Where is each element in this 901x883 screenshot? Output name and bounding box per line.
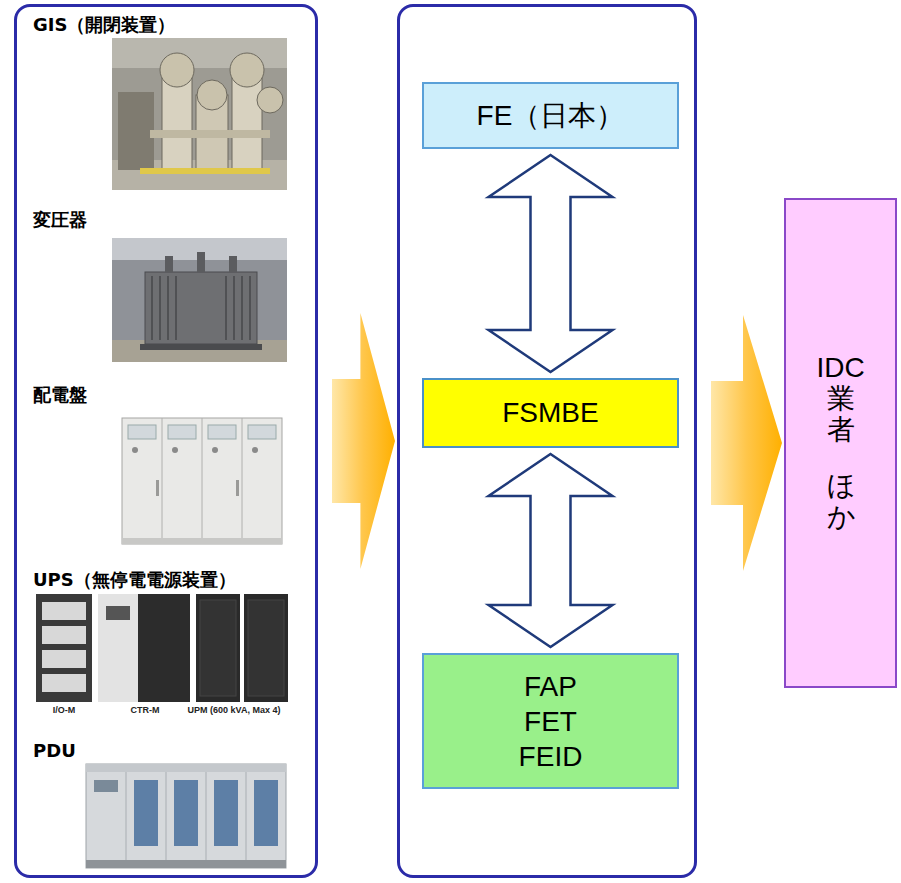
illustration-part bbox=[166, 772, 167, 868]
illustration-part bbox=[244, 594, 288, 702]
illustration-part bbox=[165, 256, 173, 272]
illustration-part bbox=[246, 772, 247, 868]
illustration-part bbox=[167, 276, 169, 340]
illustration-part bbox=[132, 447, 138, 453]
illustration-part bbox=[200, 600, 236, 696]
illustration-part bbox=[150, 130, 270, 138]
illustration-part bbox=[122, 418, 282, 544]
illustration-part bbox=[197, 80, 227, 110]
illustration-part bbox=[86, 764, 286, 868]
illustration-part bbox=[197, 252, 205, 272]
illustration-part bbox=[140, 168, 270, 174]
ups-picture bbox=[36, 594, 288, 702]
illustration-part bbox=[134, 780, 158, 846]
equipment-label: 配電盤 bbox=[33, 383, 87, 407]
company-group-panel: FE（日本） FSMBE FAP FET FEID bbox=[397, 4, 697, 878]
customer-box: IDC業者ほか bbox=[784, 198, 897, 688]
illustration-part bbox=[175, 276, 177, 340]
module-label: UPM (600 kVA, Max 4) bbox=[188, 705, 281, 715]
illustration-part bbox=[112, 238, 287, 362]
illustration-part bbox=[128, 425, 156, 439]
illustration-part bbox=[106, 606, 130, 620]
illustration-part bbox=[249, 276, 251, 340]
transformer-picture bbox=[112, 238, 287, 362]
connector-arrow bbox=[489, 155, 613, 372]
pdu-picture bbox=[86, 764, 286, 868]
illustration-part bbox=[248, 425, 276, 439]
illustration-part bbox=[151, 276, 153, 340]
equipment-panel: GIS（開閉装置） 変圧器配電盤 UPS（無停電電源装置） PDU bbox=[14, 4, 318, 878]
illustration-part bbox=[126, 772, 127, 868]
module-label: CTR-M bbox=[131, 705, 160, 715]
illustration-part bbox=[174, 780, 198, 846]
company-box: FSMBE bbox=[422, 378, 679, 448]
illustration-part bbox=[159, 276, 161, 340]
illustration-part bbox=[86, 764, 286, 772]
illustration-part bbox=[42, 674, 86, 692]
equipment-label: GIS（開閉装置） bbox=[33, 13, 175, 37]
illustration-part bbox=[36, 594, 92, 702]
illustration-part bbox=[94, 780, 118, 792]
illustration-part bbox=[172, 447, 178, 453]
company-box: FAP FET FEID bbox=[422, 653, 679, 789]
equipment-label: PDU bbox=[33, 740, 76, 761]
illustration-part bbox=[112, 38, 287, 190]
illustration-part bbox=[252, 447, 258, 453]
illustration-part bbox=[196, 594, 240, 702]
connector-arrow bbox=[711, 315, 782, 571]
illustration-part bbox=[122, 538, 282, 544]
illustration-part bbox=[98, 594, 138, 702]
illustration-part bbox=[145, 272, 257, 344]
illustration-part bbox=[208, 425, 236, 439]
connector-arrow bbox=[489, 454, 613, 647]
illustration-part bbox=[156, 480, 159, 496]
illustration-part bbox=[254, 780, 278, 846]
illustration-part bbox=[168, 425, 196, 439]
illustration-part bbox=[162, 418, 163, 544]
equipment-label: 変圧器 bbox=[33, 208, 87, 232]
node-label: FSMBE bbox=[502, 396, 598, 430]
module-label: I/O-M bbox=[53, 705, 76, 715]
illustration-part bbox=[42, 602, 86, 620]
illustration-part bbox=[225, 276, 227, 340]
illustration-part bbox=[160, 53, 194, 87]
gis-picture bbox=[112, 38, 287, 190]
illustration-part bbox=[152, 276, 250, 340]
connector-arrow bbox=[332, 313, 395, 569]
illustration-part bbox=[248, 600, 284, 696]
illustration-part bbox=[118, 92, 154, 170]
illustration-part bbox=[98, 594, 190, 702]
illustration-part bbox=[242, 418, 243, 544]
illustration-part bbox=[140, 344, 262, 350]
illustration-part bbox=[86, 860, 286, 868]
illustration-part bbox=[257, 87, 283, 113]
illustration-part bbox=[206, 772, 207, 868]
illustration-part bbox=[202, 418, 203, 544]
illustration-part bbox=[42, 626, 86, 644]
company-box: FE（日本） bbox=[422, 82, 679, 149]
illustration-part bbox=[233, 276, 235, 340]
node-label: FAP FET FEID bbox=[519, 669, 583, 774]
node-label: ほか bbox=[827, 471, 855, 533]
illustration-part bbox=[241, 276, 243, 340]
equipment-label: UPS（無停電電源装置） bbox=[33, 568, 236, 592]
illustration-part bbox=[42, 650, 86, 668]
node-label: FE（日本） bbox=[477, 99, 625, 133]
switchboard-picture bbox=[122, 418, 282, 544]
illustration-part bbox=[214, 780, 238, 846]
illustration-part bbox=[230, 53, 264, 87]
illustration-part bbox=[212, 447, 218, 453]
node-label: IDC業者 bbox=[814, 353, 867, 445]
illustration-part bbox=[236, 480, 239, 496]
illustration-part bbox=[229, 256, 237, 272]
